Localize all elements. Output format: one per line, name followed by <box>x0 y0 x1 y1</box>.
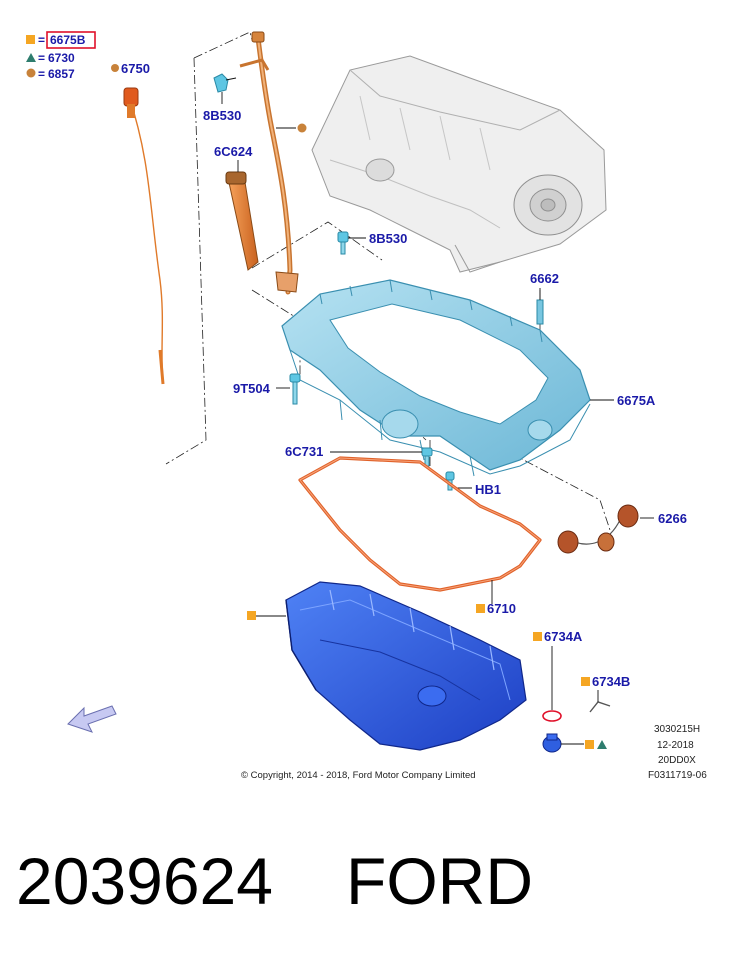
meta-line-4: F0311719-06 <box>648 770 707 781</box>
bolt-8b530-lower <box>337 231 366 255</box>
plug-triangle-marker <box>597 740 607 749</box>
dipstick-tube <box>239 31 307 295</box>
meta-line-1: 3030215H <box>654 724 700 735</box>
copyright-notice: © Copyright, 2014 - 2018, Ford Motor Com… <box>241 770 476 781</box>
lower-oil-pan <box>247 581 527 751</box>
callout-6c731: 6C731 <box>285 444 323 459</box>
meta-line-3: 20DD0X <box>658 755 696 766</box>
callouts: 6750 8B530 6C624 8B530 6662 9T504 6675A … <box>111 61 687 689</box>
callout-8b530-upper: 8B530 <box>203 108 241 123</box>
front-direction-arrow-icon <box>67 705 117 733</box>
callout-6734b: 6734B <box>592 674 630 689</box>
oil-level-sensor <box>557 504 654 554</box>
legend-square-eq: = <box>38 33 45 47</box>
legend-square-icon <box>26 35 35 44</box>
engine-block <box>311 55 607 273</box>
lower-pan-square-marker <box>247 611 256 620</box>
callout-6710-square-marker <box>476 604 485 613</box>
dipstick <box>123 87 165 385</box>
callout-6734a: 6734A <box>544 629 583 644</box>
legend-triangle-label: 6730 <box>48 51 75 65</box>
callout-6266: 6266 <box>658 511 687 526</box>
callout-6734b-square-marker <box>581 677 590 686</box>
bolt-9t504 <box>276 373 301 405</box>
callout-6750-circle-marker <box>111 64 119 72</box>
seal-6c624 <box>225 160 259 271</box>
callout-9t504: 9T504 <box>233 381 271 396</box>
bolt-6c731 <box>330 447 433 467</box>
callout-8b530-lower: 8B530 <box>369 231 407 246</box>
bolt-hb1 <box>445 471 472 491</box>
callout-6675a: 6675A <box>617 393 656 408</box>
drawing-meta: 3030215H 12-2018 20DD0X F0311719-06 <box>648 724 707 781</box>
meta-line-2: 12-2018 <box>657 740 694 751</box>
legend-circle-eq: = <box>38 67 45 81</box>
tube-circle-marker <box>297 123 307 133</box>
drain-plug-washer <box>589 690 611 713</box>
legend-square-label: 6675B <box>50 33 86 47</box>
legend-highlight-box <box>46 31 96 49</box>
callout-6734a-square-marker <box>533 632 542 641</box>
callout-hb1: HB1 <box>475 482 501 497</box>
bolt-8b530-upper <box>213 73 237 104</box>
gasket <box>298 456 542 604</box>
callout-6750: 6750 <box>121 61 150 76</box>
brand-name: FORD <box>346 844 533 918</box>
legend-triangle-icon <box>26 53 36 62</box>
callout-6710: 6710 <box>487 601 516 616</box>
plug-square-marker <box>585 740 594 749</box>
drain-plug <box>542 646 607 753</box>
legend: = 6675B = 6730 = 6857 <box>26 31 96 81</box>
legend-circle-label: 6857 <box>48 67 75 81</box>
part-number: 2039624 <box>16 844 273 918</box>
callout-6662: 6662 <box>530 271 559 286</box>
upper-oil-pan <box>281 279 614 477</box>
legend-circle-icon <box>26 68 36 78</box>
stud-6662 <box>536 288 544 325</box>
legend-triangle-eq: = <box>38 51 45 65</box>
callout-6c624: 6C624 <box>214 144 253 159</box>
